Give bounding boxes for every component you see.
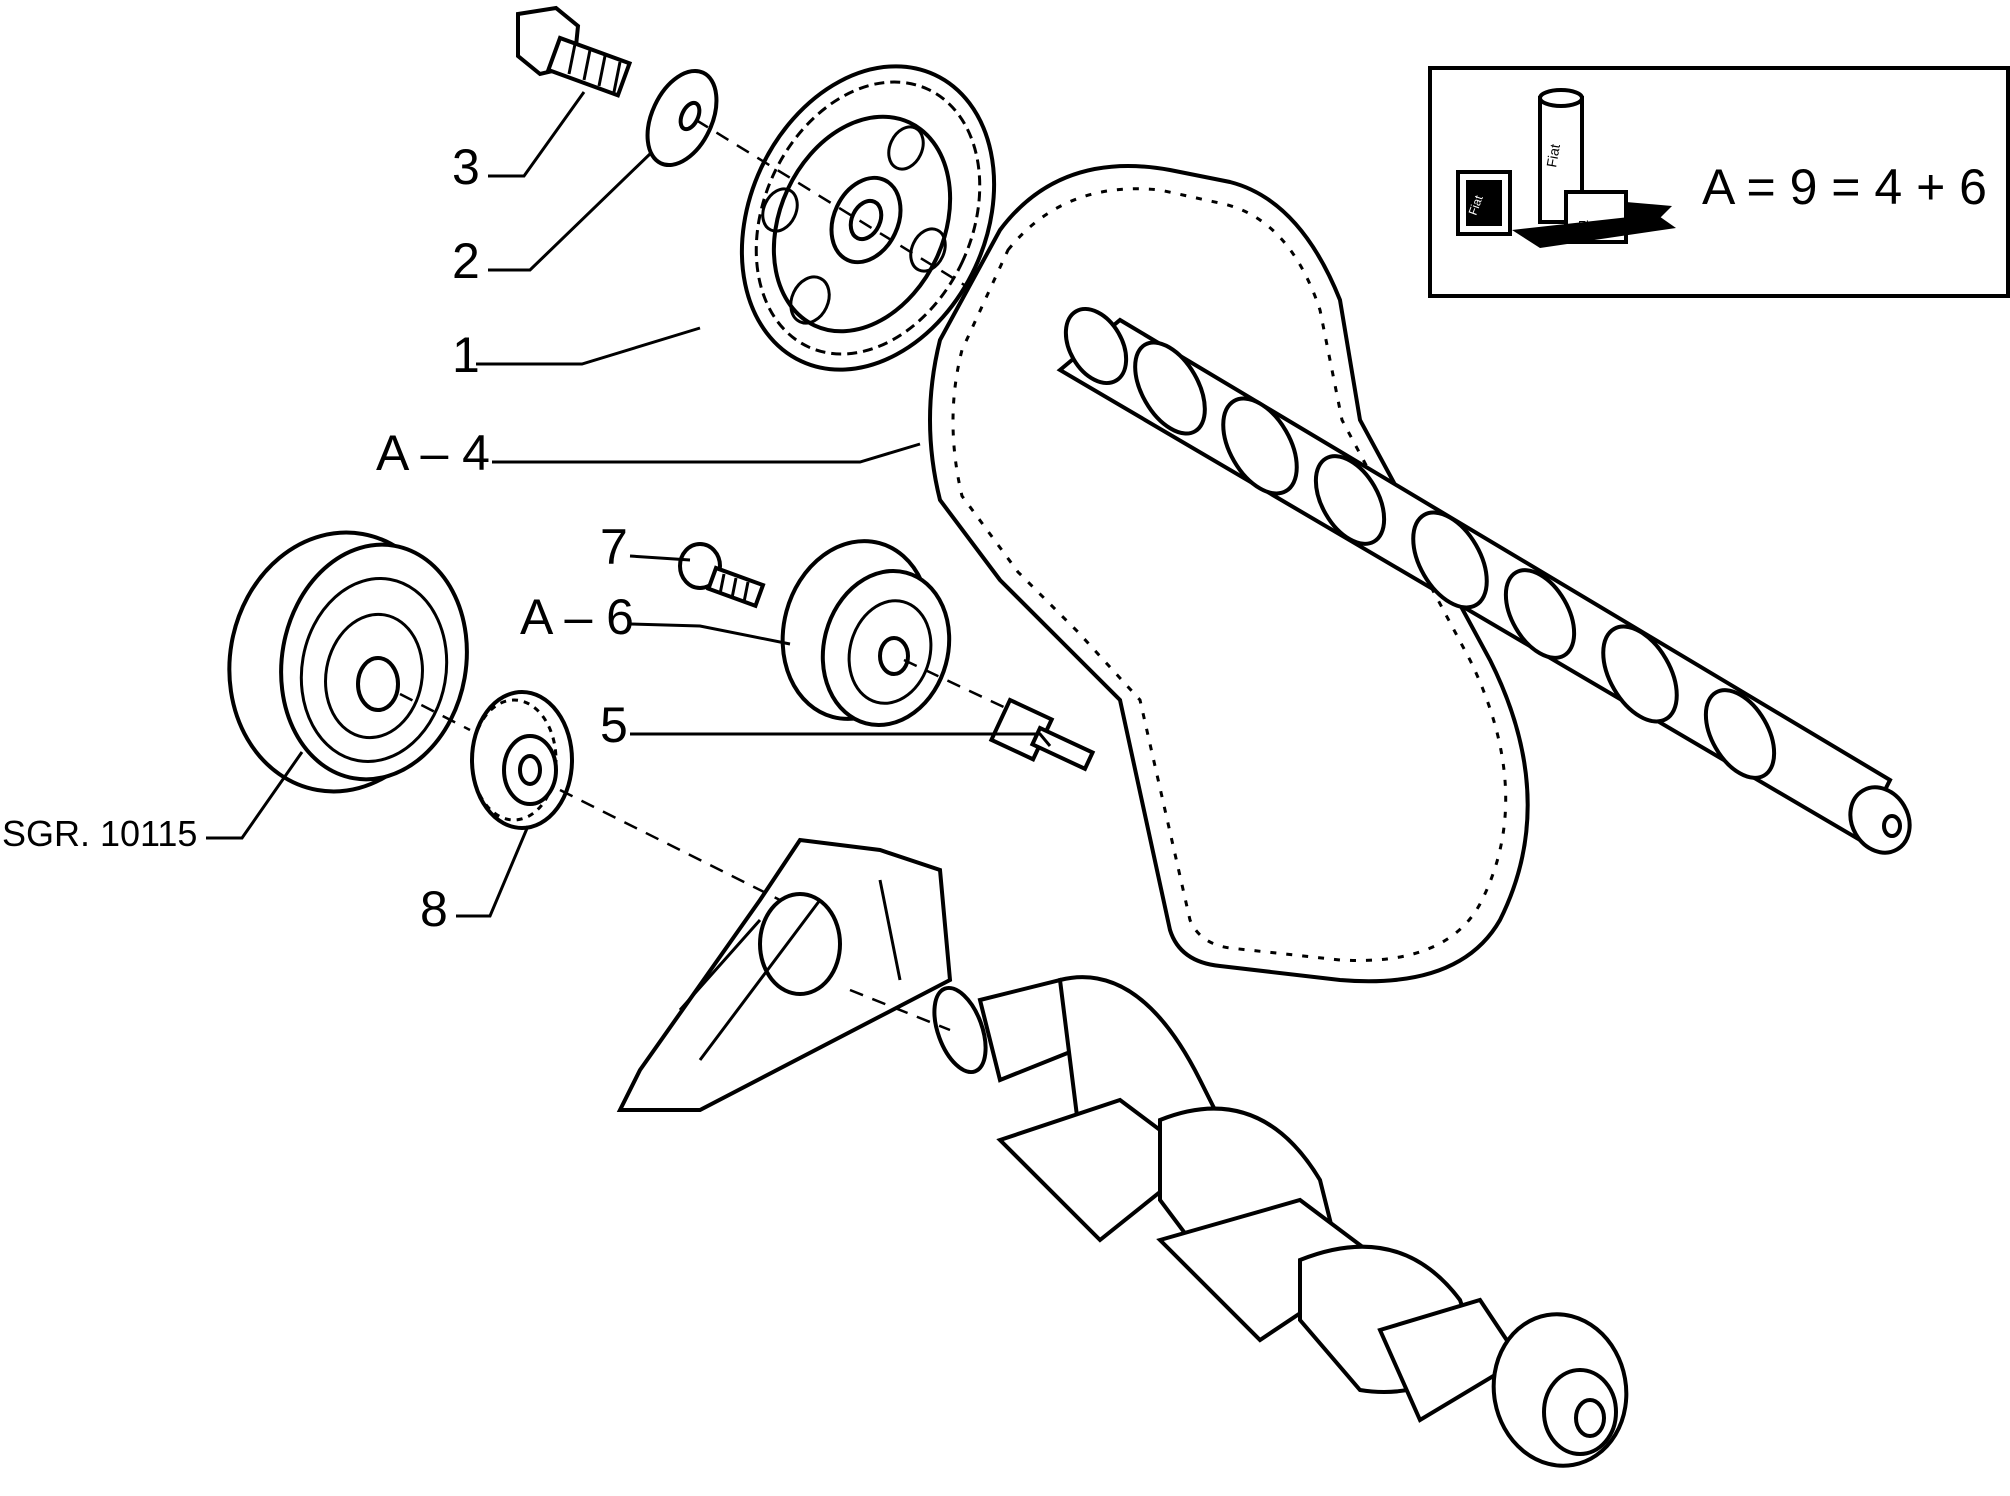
camshaft-gear — [739, 64, 997, 372]
callout-2: 2 — [452, 233, 480, 289]
svg-text:Fiat: Fiat — [1543, 143, 1563, 169]
gear-bolt — [516, 5, 633, 98]
crankshaft — [932, 975, 1629, 1468]
callout-a4: A – 4 — [376, 425, 490, 481]
gear-washer — [645, 68, 719, 168]
svg-text:Fiat: Fiat — [1578, 218, 1600, 233]
crankshaft-sprocket — [470, 690, 574, 830]
callout-leader-lines — [206, 91, 1052, 918]
callout-1: 1 — [452, 327, 480, 383]
crankshaft-pulley — [227, 530, 469, 794]
kit-legend-box: Fiat Fiat Fiat A = 9 = 4 + 6 — [1428, 66, 2010, 298]
fiat-parts-kit-icon: Fiat Fiat Fiat — [1456, 88, 1676, 248]
assembly-axis-lines — [399, 118, 1011, 1032]
tensioner-stud — [988, 697, 1096, 772]
callout-8: 8 — [420, 881, 448, 937]
callout-labels: 3 2 1 A – 4 7 A – 6 5 8 SGR. 10115 — [2, 139, 634, 937]
camshaft — [1056, 307, 1912, 855]
callout-3: 3 — [452, 139, 480, 195]
tensioner-bolt — [678, 542, 766, 609]
belt-tensioner-pulley — [780, 539, 952, 728]
front-seal-housing — [616, 837, 953, 1112]
svg-text:Fiat: Fiat — [1466, 193, 1486, 217]
callout-7: 7 — [600, 519, 628, 575]
callout-sgr: SGR. 10115 — [2, 813, 197, 854]
kit-formula: A = 9 = 4 + 6 — [1702, 159, 1987, 215]
callout-5: 5 — [600, 697, 628, 753]
callout-a6: A – 6 — [520, 589, 634, 645]
